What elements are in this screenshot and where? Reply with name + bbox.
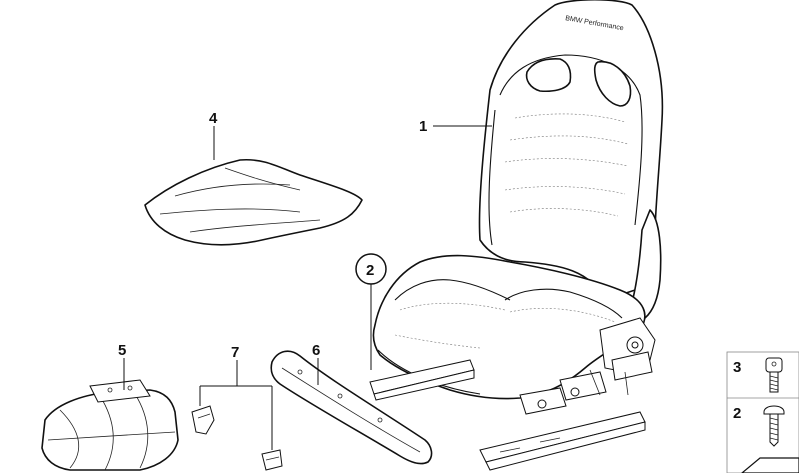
callout-2-circled: 2: [355, 253, 387, 285]
callout-2: 2: [366, 262, 374, 279]
legend-frame: [726, 351, 799, 473]
bolt-icon: [763, 405, 785, 447]
callout-circle: [355, 253, 387, 285]
wedge-symbol: [741, 457, 799, 473]
headrest-slot-right: [593, 61, 632, 107]
legend-number-2: 2: [733, 405, 741, 422]
part-6-trim-strip: [270, 350, 433, 465]
callout-4: 4: [209, 110, 218, 127]
callout-1: 1: [419, 118, 427, 135]
callout-5: 5: [118, 342, 126, 359]
part-7-clips: [191, 405, 283, 471]
screw-icon: [765, 357, 783, 393]
callout-7: 7: [231, 344, 239, 361]
callout-6: 6: [312, 342, 320, 359]
seat-rails: [369, 359, 646, 471]
legend-number-3: 3: [733, 359, 741, 376]
seat-adjuster-mechanism: [519, 317, 656, 415]
part-4-cushion-pad: [144, 158, 363, 246]
headrest-slot-left: [525, 58, 572, 93]
part-1-seat: BMW Performance: [369, 0, 664, 471]
part-5-bottom-cover: [41, 379, 179, 471]
leader-lines: [123, 125, 492, 450]
legend-panel: 3 2: [726, 351, 799, 473]
